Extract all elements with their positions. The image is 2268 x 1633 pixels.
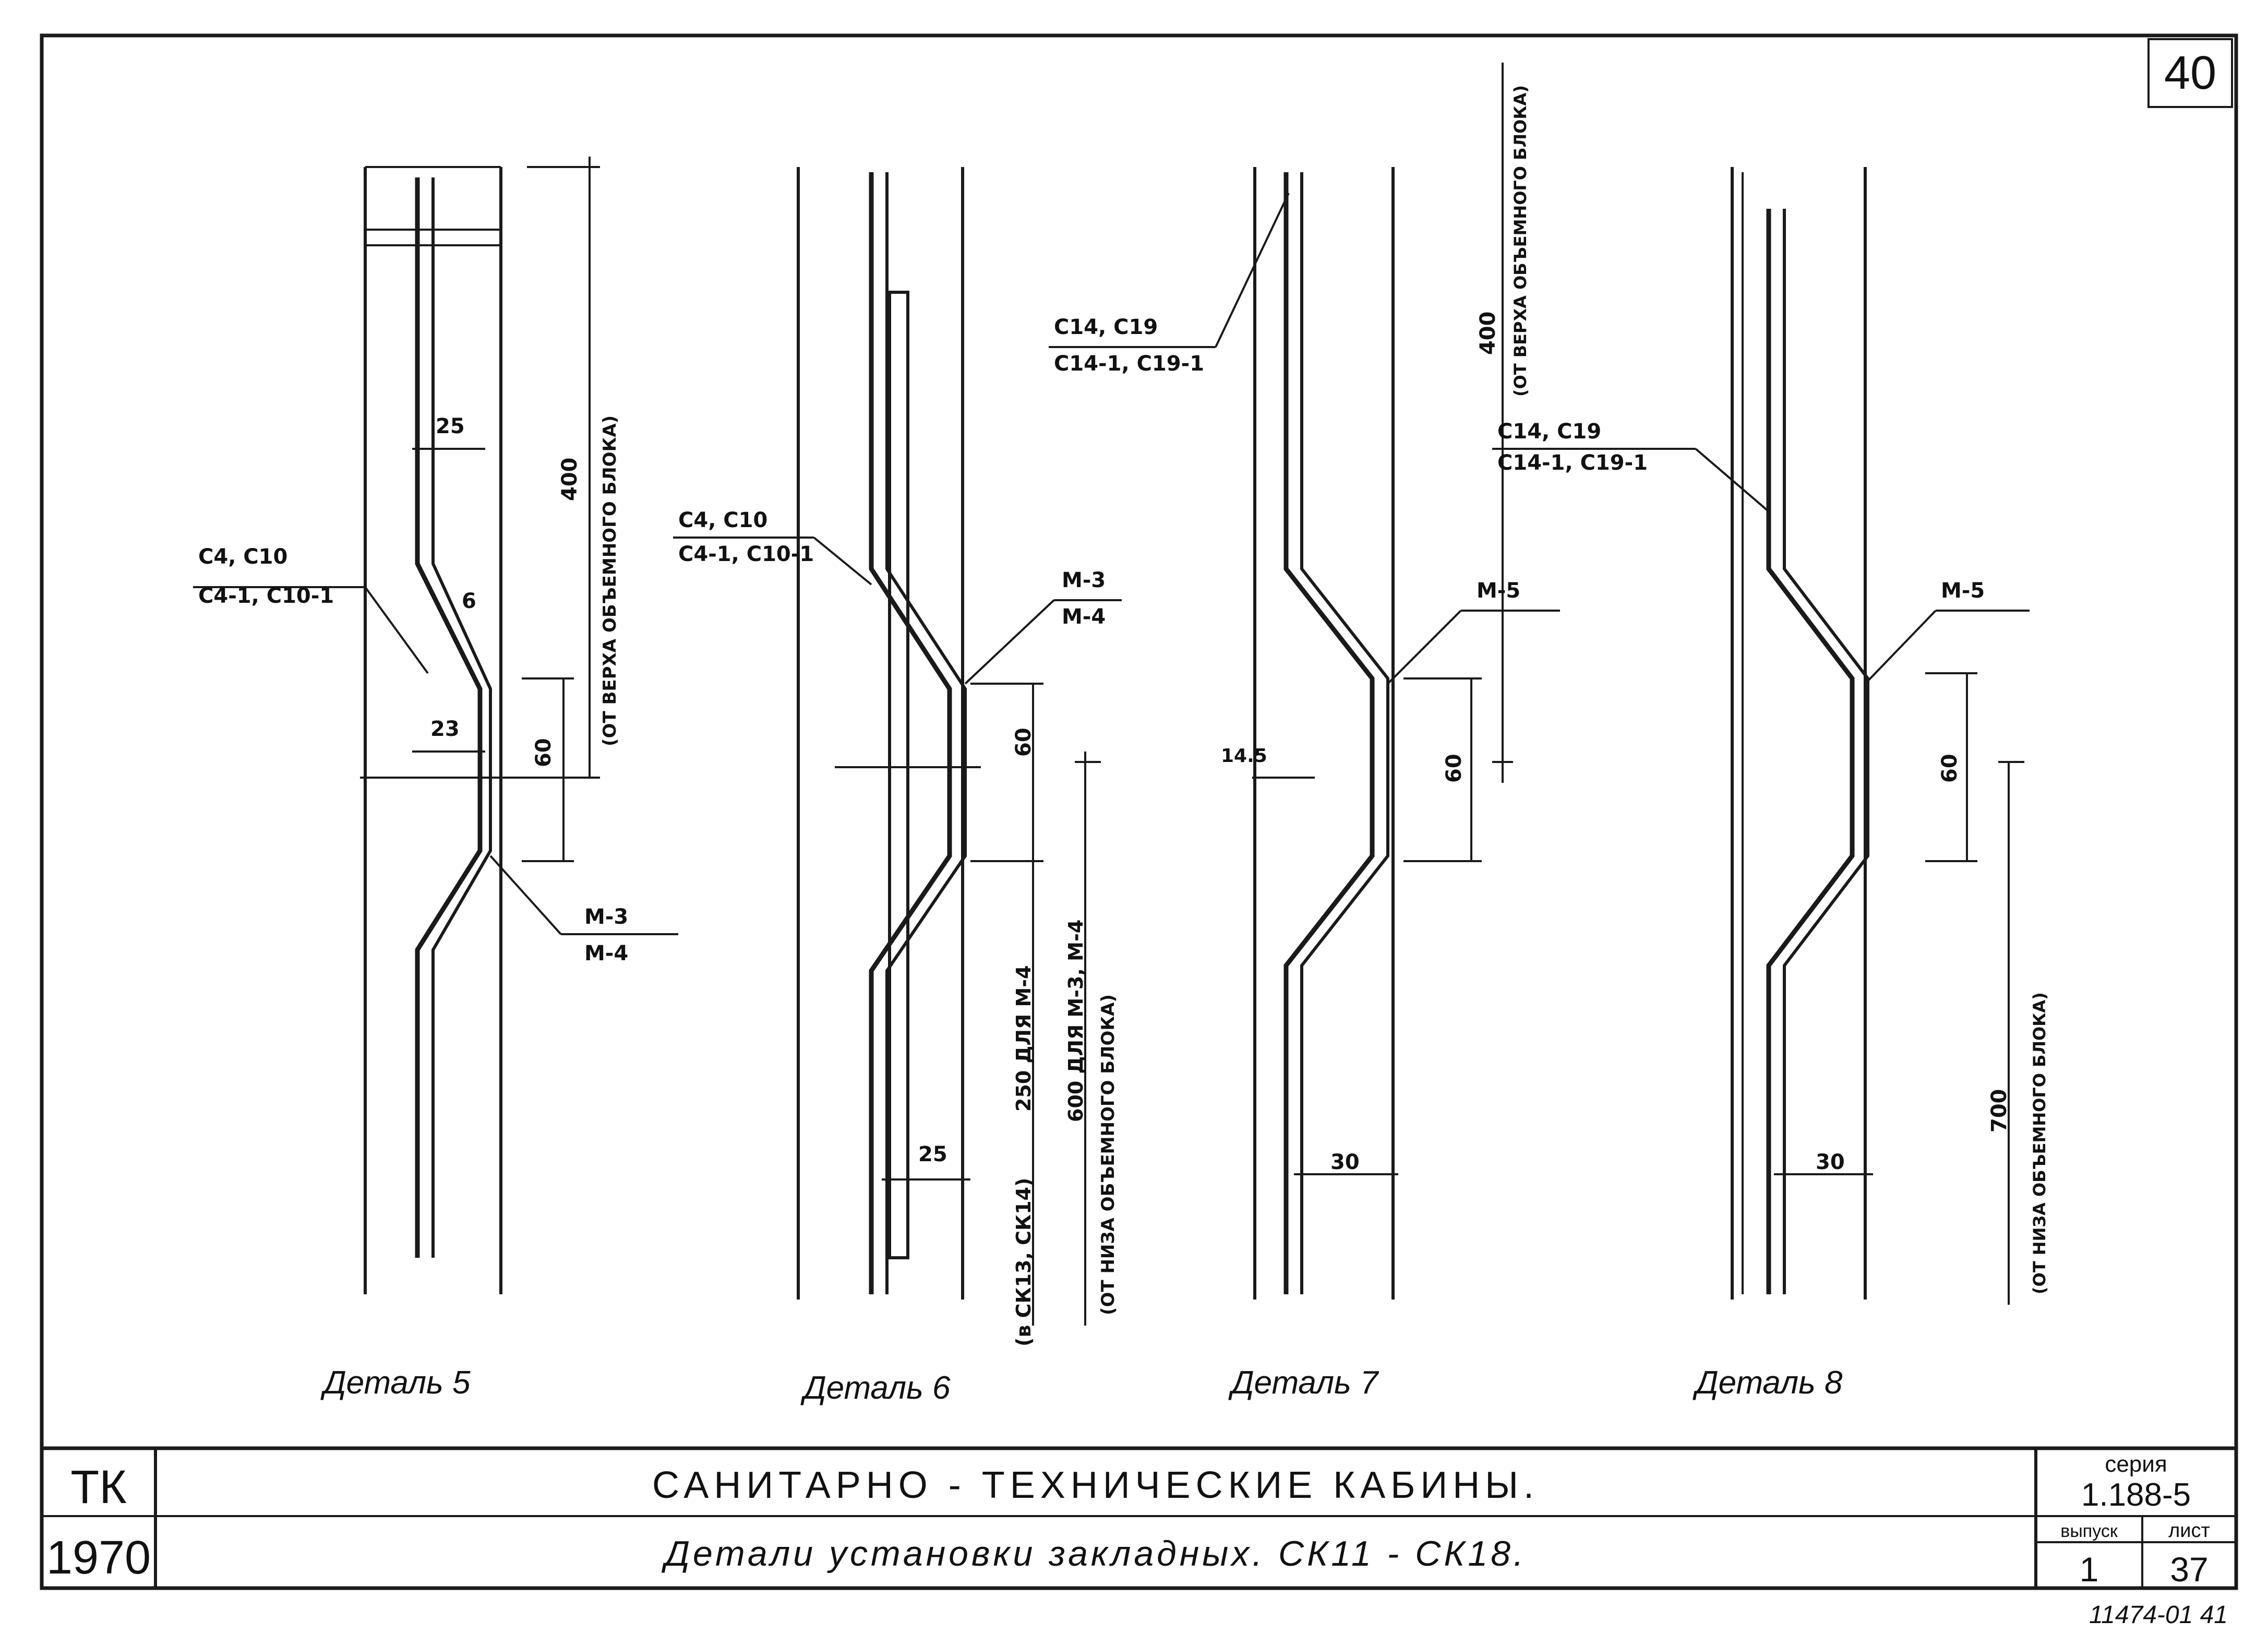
detail-6: С4, С10 С4-1, С10-1 М-3 М-4 25 60 250 ДЛ… — [673, 167, 1122, 1406]
detail-7-dim-400: 400 — [1476, 312, 1500, 355]
detail-7-label-bottom: С14-1, С19-1 — [1054, 352, 1204, 376]
detail-7-dim-2: 30 — [1330, 1150, 1360, 1174]
series-label: серия — [2105, 1451, 2167, 1477]
detail-6-dim-250-note: (в СК13, СК14) — [1012, 1178, 1035, 1346]
detail-5-dim-3: 6 — [462, 589, 476, 613]
detail-8-mark: М-5 — [1941, 579, 1985, 603]
detail-7-dim-1: 14.5 — [1221, 745, 1267, 767]
detail-8-label-top: С14, С19 — [1497, 420, 1601, 444]
detail-6-label-bottom: С4-1, С10-1 — [678, 542, 814, 566]
sheet-number: 40 — [2164, 47, 2216, 99]
detail-5-dim-note: (ОТ ВЕРХА ОБЪЕМНОГО БЛОКА) — [599, 415, 620, 746]
detail-5-label-top: С4, С10 — [198, 545, 287, 569]
detail-5-caption: Деталь 5 — [320, 1365, 471, 1401]
detail-6-label-top: С4, С10 — [678, 508, 767, 532]
series-value: 1.188-5 — [2081, 1477, 2191, 1513]
detail-5-dim-1: 25 — [436, 414, 465, 438]
detail-8-dim-1: 30 — [1816, 1150, 1845, 1174]
sheet-number-box: 40 — [2147, 38, 2233, 108]
sheet-label: лист — [2168, 1520, 2210, 1542]
detail-8-dim-60: 60 — [1938, 754, 1962, 783]
detail-5-mark-bottom: М-4 — [584, 941, 628, 966]
detail-5-dim-400: 400 — [558, 458, 582, 502]
detail-6-mark-top: М-3 — [1062, 568, 1106, 592]
detail-5: 25 23 6 С4, С10 С4-1, С10-1 М-3 М-4 60 4… — [193, 157, 678, 1401]
pipe-detail-7 — [1283, 172, 1375, 1294]
sheet-title: САНИТАРНО - ТЕХНИЧЕСКИЕ КАБИНЫ. — [652, 1464, 1539, 1506]
detail-7-caption: Деталь 7 — [1228, 1365, 1379, 1401]
detail-6-dim-600: 600 ДЛЯ М-3, М-4 — [1064, 920, 1087, 1122]
detail-6-dim-250: 250 ДЛЯ М-4 — [1012, 966, 1035, 1112]
detail-6-dim-600-note: (ОТ НИЗА ОБЪЕМНОГО БЛОКА) — [1098, 994, 1119, 1315]
detail-6-mark-bottom: М-4 — [1062, 605, 1106, 629]
detail-5-label-bottom: С4-1, С10-1 — [198, 584, 334, 608]
detail-5-mark-top: М-3 — [584, 905, 628, 929]
detail-6-dim-60: 60 — [1012, 728, 1036, 757]
pipe-detail-5 — [415, 177, 483, 1258]
issue-label: выпуск — [2060, 1521, 2118, 1541]
sheet-frame — [40, 33, 2238, 1590]
detail-8: С14, С19 С14-1, С19-1 М-5 30 60 700 (ОТ … — [1492, 167, 2049, 1401]
pipe-detail-6 — [869, 172, 952, 1294]
detail-8-label-bottom: С14-1, С19-1 — [1497, 451, 1648, 475]
detail-7: С14, С19 С14-1, С19-1 М-5 14.5 30 60 400… — [1049, 63, 1560, 1401]
detail-6-caption: Деталь 6 — [800, 1370, 951, 1406]
detail-8-dim-note: (ОТ НИЗА ОБЪЕМНОГО БЛОКА) — [2030, 992, 2049, 1294]
sheet-subtitle: Детали установки закладных. СК11 - СК18. — [661, 1534, 1527, 1574]
sheet-value: 37 — [2170, 1550, 2208, 1589]
year: 1970 — [46, 1532, 151, 1584]
detail-7-dim-note: (ОТ ВЕРХА ОБЪЕМНОГО БЛОКА) — [1510, 85, 1530, 397]
detail-7-mark: М-5 — [1477, 579, 1520, 603]
detail-5-dim-60: 60 — [532, 738, 556, 767]
detail-8-caption: Деталь 8 — [1693, 1365, 1843, 1401]
org-code: ТК — [70, 1461, 126, 1513]
detail-7-label-top: С14, С19 — [1054, 315, 1158, 339]
footer-code: 11474-01 41 — [2089, 1601, 2228, 1629]
title-block: ТК 1970 САНИТАРНО - ТЕХНИЧЕСКИЕ КАБИНЫ. … — [42, 1446, 2236, 1589]
detail-8-dim-700: 700 — [1987, 1089, 2011, 1133]
issue-value: 1 — [2080, 1550, 2099, 1589]
pipe-detail-8 — [1766, 209, 1855, 1294]
detail-7-dim-60: 60 — [1442, 754, 1466, 783]
detail-5-dim-2: 23 — [430, 717, 460, 741]
detail-6-dim-1: 25 — [918, 1142, 947, 1166]
